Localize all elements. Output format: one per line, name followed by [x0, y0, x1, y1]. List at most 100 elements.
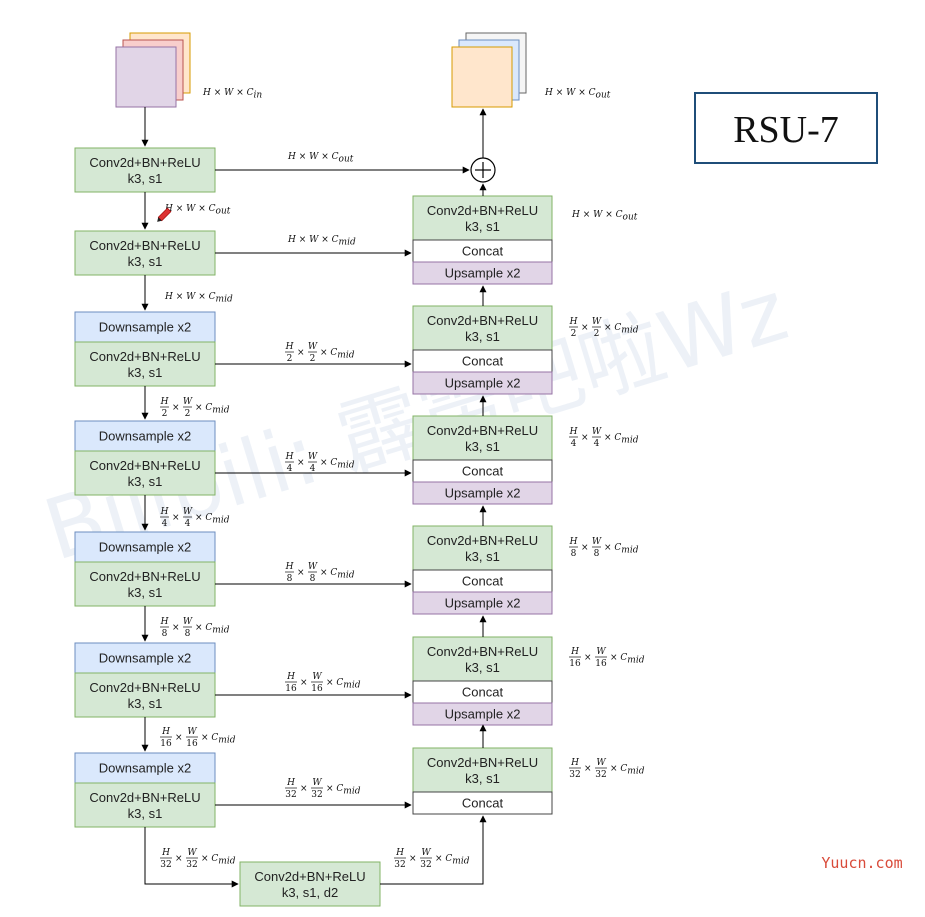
svg-text:×: × [297, 348, 305, 358]
decoder-conv-6-label-1: Conv2d+BN+ReLU [427, 203, 538, 218]
svg-text:× Cmid: × Cmid [610, 764, 645, 777]
svg-text:2: 2 [287, 354, 293, 364]
svg-text:4: 4 [162, 519, 168, 529]
svg-text:×: × [175, 854, 183, 864]
decoder-upsample-top-4-label: Upsample x2 [445, 486, 521, 501]
svg-text:W: W [183, 507, 193, 517]
dim-skip-1: H × W × Cmid [287, 235, 356, 248]
decoder-conv-5-label-2: k3, s1 [465, 329, 500, 344]
svg-text:16: 16 [311, 684, 323, 694]
arrow-bottom-to-decoder-icon [380, 815, 487, 885]
decoder-concat-top-6-label: Concat [462, 244, 504, 259]
decoder-upsample-top-5-label: Upsample x2 [445, 376, 521, 391]
svg-text:× Cmid: × Cmid [201, 733, 236, 746]
decoder-upsample-top-5: Upsample x2 [412, 371, 553, 395]
decoder-concat-top-3-label: Concat [462, 574, 504, 589]
decoder-conv-6-label-2: k3, s1 [465, 219, 500, 234]
svg-text:4: 4 [287, 464, 293, 474]
encoder-conv-2-label-2: k3, s1 [128, 365, 163, 380]
svg-text:H: H [569, 317, 578, 327]
pencil-cursor-icon [157, 207, 172, 222]
decoder-conv-4-label-2: k3, s1 [465, 439, 500, 454]
decoder-conv-2-label-1: Conv2d+BN+ReLU [427, 644, 538, 659]
encoder-conv-4-label-1: Conv2d+BN+ReLU [89, 569, 200, 584]
dim-dec-out-text: H × W × Cout [571, 210, 638, 223]
encoder-conv-2-label-1: Conv2d+BN+ReLU [89, 349, 200, 364]
add-circle-icon [470, 157, 496, 183]
svg-text:W: W [187, 848, 197, 858]
svg-text:×: × [172, 513, 180, 523]
svg-text:H: H [395, 848, 404, 858]
svg-text:2: 2 [185, 409, 191, 419]
dim-dec-4: H8×W8× Cmid [569, 537, 639, 559]
bottom-dilated-conv-label-2: k3, s1, d2 [282, 885, 338, 900]
dim-enc-6: H16×W16× Cmid [160, 727, 236, 749]
encoder-downsample-4: Downsample x2 [74, 531, 216, 563]
svg-text:× Cmid: × Cmid [604, 433, 639, 446]
svg-text:32: 32 [420, 860, 431, 870]
svg-text:× Cmid: × Cmid [604, 543, 639, 556]
decoder-upsample-top-2: Upsample x2 [412, 702, 553, 726]
svg-text:W: W [308, 342, 318, 352]
svg-text:W: W [312, 672, 322, 682]
decoder-concat-top-4-label: Concat [462, 464, 504, 479]
svg-text:× Cmid: × Cmid [201, 854, 236, 867]
svg-text:8: 8 [594, 549, 600, 559]
svg-text:4: 4 [571, 439, 577, 449]
dim-residual: H × W × Cout [287, 152, 354, 165]
title-text: RSU-7 [733, 109, 839, 151]
svg-text:8: 8 [310, 574, 316, 584]
svg-text:W: W [596, 647, 606, 657]
decoder-concat-top-2: Concat [412, 680, 553, 704]
encoder-downsample-3-label: Downsample x2 [99, 429, 192, 444]
svg-text:×: × [175, 733, 183, 743]
svg-text:H: H [161, 727, 170, 737]
svg-text:H: H [570, 758, 579, 768]
dim-bottom-out: H32×W32× Cmid [394, 848, 470, 870]
dim-dec-5: H16×W16× Cmid [569, 647, 645, 669]
svg-text:4: 4 [594, 439, 600, 449]
svg-text:×: × [300, 678, 308, 688]
svg-text:32: 32 [160, 860, 171, 870]
svg-text:H: H [285, 562, 294, 572]
svg-text:× Cmid: × Cmid [610, 653, 645, 666]
svg-text:× Cmid: × Cmid [195, 403, 230, 416]
svg-text:H: H [569, 537, 578, 547]
decoder-upsample-top-2-label: Upsample x2 [445, 707, 521, 722]
decoder-conv-3-label-1: Conv2d+BN+ReLU [427, 533, 538, 548]
svg-text:16: 16 [186, 739, 198, 749]
svg-text:W: W [596, 758, 606, 768]
dim-residual-text: H × W × Cout [287, 152, 354, 165]
svg-text:W: W [183, 397, 193, 407]
svg-text:× Cmid: × Cmid [435, 854, 470, 867]
svg-text:×: × [300, 784, 308, 794]
svg-text:×: × [581, 323, 589, 333]
svg-text:8: 8 [162, 629, 168, 639]
dim-enc-7: H32×W32× Cmid [160, 848, 236, 870]
encoder-downsample-2: Downsample x2 [74, 311, 216, 343]
decoder-concat-top-5-label: Concat [462, 354, 504, 369]
svg-text:16: 16 [160, 739, 172, 749]
decoder-concat-1: Concat [412, 791, 553, 815]
svg-text:× Cmid: × Cmid [320, 458, 355, 471]
encoder-conv-5-label-1: Conv2d+BN+ReLU [89, 680, 200, 695]
encoder-conv-6-label-1: Conv2d+BN+ReLU [89, 790, 200, 805]
svg-text:×: × [172, 623, 180, 633]
dim-skip-5: H16×W16× Cmid [285, 672, 361, 694]
svg-text:4: 4 [310, 464, 316, 474]
dim-skip-6: H32×W32× Cmid [285, 778, 361, 800]
svg-text:×: × [581, 543, 589, 553]
svg-text:H: H [569, 427, 578, 437]
svg-text:16: 16 [595, 659, 607, 669]
encoder-downsample-5-label: Downsample x2 [99, 651, 192, 666]
site-watermark: Yuucn.com [821, 854, 902, 872]
svg-text:× Cmid: × Cmid [604, 323, 639, 336]
svg-text:× Cmid: × Cmid [320, 348, 355, 361]
dim-skip-2: H2×W2× Cmid [285, 342, 355, 364]
dim-skip-4: H8×W8× Cmid [285, 562, 355, 584]
dim-enc-3: H2×W2× Cmid [160, 397, 230, 419]
